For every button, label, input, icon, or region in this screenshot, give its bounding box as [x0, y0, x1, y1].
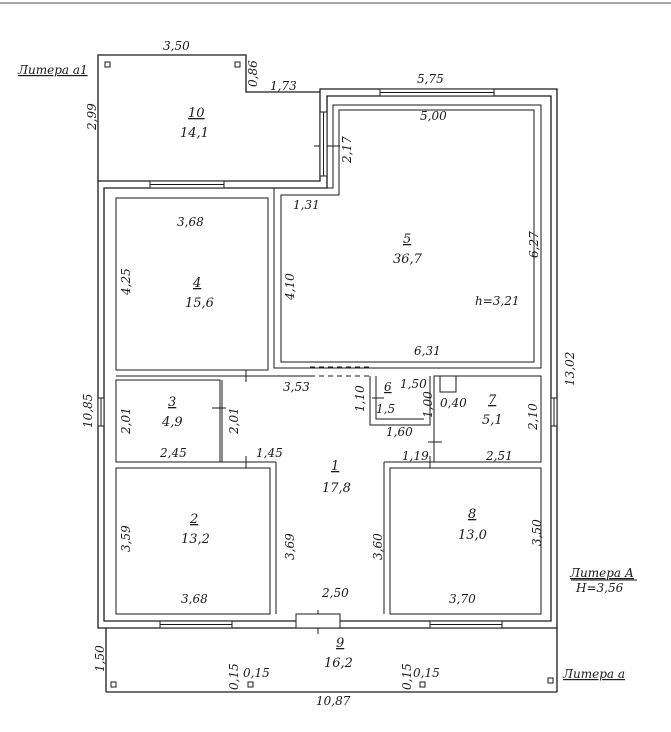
room-9-number: 9 [336, 636, 344, 651]
room-5-height: h=3,21 [475, 294, 520, 308]
dim-0-40: 0,40 [440, 396, 467, 410]
dim-3-69: 3,69 [283, 533, 297, 560]
dim-1-10: 1,10 [353, 385, 367, 412]
dim-3-68-bottom: 3,68 [181, 592, 208, 606]
dim-1-00: 1,00 [421, 391, 435, 418]
litera-A-height: Н=3,56 [575, 581, 624, 595]
room-4-outline [115, 197, 269, 371]
dimension-labels-vertical: 0,86 2,99 2,17 4,25 4,10 6,27 13,02 10,8… [81, 60, 577, 690]
litera-a1-label: Литера а1 [17, 63, 88, 77]
dim-0-15-b: 0,15 [243, 666, 270, 680]
dim-10-87: 10,87 [316, 694, 351, 708]
room-3-number: 3 [168, 395, 176, 410]
dim-3-50-right: 3,50 [530, 519, 544, 546]
dim-2-51: 2,51 [485, 449, 513, 463]
dim-1-73: 1,73 [270, 79, 297, 93]
room-6-outline [369, 376, 431, 426]
room-8-area: 13,0 [458, 528, 487, 543]
room-5-area: 36,7 [393, 252, 423, 267]
room-7-area: 5,1 [482, 413, 503, 428]
room-3-area: 4,9 [161, 415, 183, 430]
dim-2-01-left: 2,01 [119, 407, 133, 435]
dim-4-25: 4,25 [119, 268, 133, 296]
dim-1-60: 1,60 [386, 425, 413, 439]
room-8-number: 8 [468, 507, 476, 522]
room-2-outline [115, 467, 271, 615]
dim-2-17: 2,17 [340, 136, 354, 164]
dim-3-60: 3,60 [371, 533, 385, 560]
dim-0-15-d: 0,15 [413, 666, 440, 680]
dim-2-01-right: 2,01 [227, 407, 241, 435]
dim-13-02: 13,02 [563, 352, 577, 386]
dim-3-70: 3,70 [449, 592, 476, 606]
dim-2-50: 2,50 [321, 586, 349, 600]
room-1-number: 1 [331, 459, 339, 474]
room-5-number: 5 [403, 232, 411, 247]
dim-0-15-c: 0,15 [400, 663, 414, 690]
room-10-number: 10 [188, 106, 205, 121]
room-7-number: 7 [488, 393, 497, 408]
room-8-outline [389, 467, 542, 615]
room-6-area: 1,5 [376, 402, 395, 416]
room-1-area: 17,8 [322, 481, 351, 496]
dim-1-50-left: 1,50 [93, 645, 107, 672]
dim-0-15-a: 0,15 [227, 663, 241, 690]
dimension-labels: 3,50 1,73 5,75 5,00 1,31 3,68 6,31 3,53 … [159, 39, 513, 708]
dim-3-68-top: 3,68 [177, 215, 204, 229]
litera-A-label: Литера А [569, 566, 634, 580]
dim-6-31: 6,31 [414, 344, 441, 358]
dim-5-75: 5,75 [417, 72, 444, 86]
room-5-outline [273, 104, 542, 369]
dim-2-10: 2,10 [526, 403, 540, 431]
litera-a1-outline [97, 54, 320, 181]
dim-1-19: 1,19 [402, 449, 429, 463]
litera-a-label: Литера а [562, 667, 625, 681]
dim-4-10: 4,10 [283, 273, 297, 301]
room-6-inner [375, 376, 424, 420]
dim-2-99: 2,99 [85, 103, 99, 131]
room-9-area: 16,2 [324, 656, 353, 671]
room-5-inner [280, 109, 535, 363]
dim-0-86: 0,86 [246, 60, 260, 87]
dim-3-53: 3,53 [283, 380, 310, 394]
dim-5-00: 5,00 [420, 109, 447, 123]
room-6-number: 6 [384, 380, 392, 394]
room-2-area: 13,2 [181, 532, 210, 547]
litera-a-outline [105, 628, 558, 693]
room-6-shaft [439, 375, 457, 393]
dim-6-27: 6,27 [527, 231, 541, 258]
dim-1-31: 1,31 [293, 198, 320, 212]
windows [97, 88, 558, 629]
dim-3-59: 3,59 [119, 525, 133, 552]
dim-1-50: 1,50 [400, 377, 427, 391]
room-labels: 10 14,1 5 36,7 h=3,21 4 15,6 3 4,9 6 1,5… [161, 106, 520, 671]
dim-10-85: 10,85 [81, 394, 95, 428]
room-4-number: 4 [192, 276, 201, 291]
room-2-number: 2 [189, 512, 198, 527]
dim-3-50: 3,50 [163, 39, 190, 53]
room-10-area: 14,1 [180, 126, 209, 141]
dim-1-45: 1,45 [256, 446, 283, 460]
dim-2-45: 2,45 [159, 446, 187, 460]
room-4-area: 15,6 [185, 296, 214, 311]
